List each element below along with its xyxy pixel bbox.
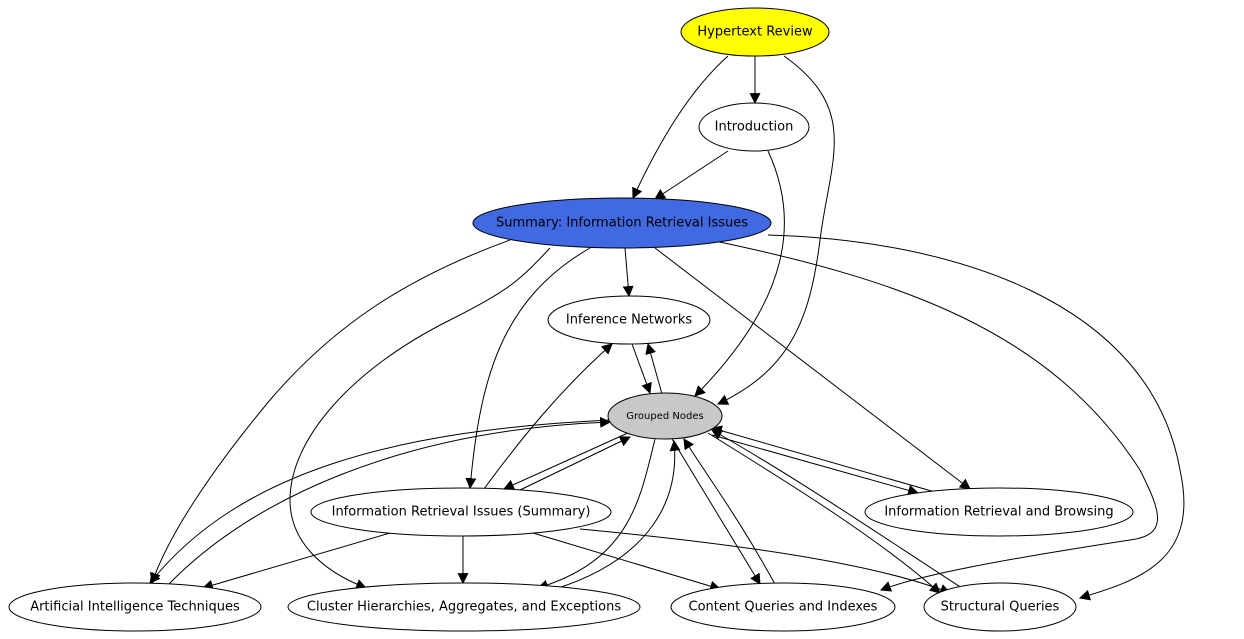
edge-irissues-ai (201, 532, 391, 591)
edge-review-grouped (717, 55, 835, 405)
edge-grouped-content (671, 438, 761, 585)
edge-summary-ai (149, 239, 511, 585)
edge-introduction-grouped (694, 150, 785, 397)
node-shape (8, 582, 262, 632)
node-shape (547, 295, 711, 345)
node-label: Content Queries and Indexes (689, 600, 878, 615)
node-label: Grouped Nodes (626, 411, 703, 422)
edge-irbrowsing-grouped (710, 425, 936, 493)
node-shape (472, 197, 772, 249)
node-shape (670, 582, 896, 632)
node-label: Summary: Information Retrieval Issues (496, 216, 748, 231)
node-ai-techniques[interactable]: Artificial Intelligence Techniques (8, 582, 262, 632)
edge-grouped-inference (645, 342, 663, 395)
edge-content-grouped (683, 438, 777, 587)
edge-summary-irbrowsing (654, 247, 971, 490)
node-inference-networks[interactable]: Inference Networks (547, 295, 711, 345)
edge-structural-grouped (711, 429, 966, 591)
node-label: Hypertext Review (697, 25, 813, 40)
edge-grouped-irbrowsing (711, 434, 920, 496)
node-shape (287, 582, 641, 632)
edge-inference-grouped (631, 343, 652, 395)
edge-grouped-structural (707, 432, 941, 594)
node-label: Cluster Hierarchies, Aggregates, and Exc… (307, 600, 621, 615)
node-shape (864, 487, 1134, 537)
node-content-queries[interactable]: Content Queries and Indexes (670, 582, 896, 632)
edges (149, 55, 1185, 601)
node-shape (923, 582, 1077, 632)
edge-grouped-irissues (502, 431, 631, 490)
edge-ai-grouped (167, 416, 612, 586)
node-label: Inference Networks (566, 313, 693, 328)
node-ir-browsing[interactable]: Information Retrieval and Browsing (864, 487, 1134, 537)
edge-summary-content (714, 240, 1158, 592)
edge-irissues-grouped (519, 436, 631, 491)
edge-grouped-cluster (536, 438, 656, 591)
edge-review-summary (632, 55, 729, 199)
edge-introduction-summary (654, 150, 729, 200)
node-cluster-hierarchies[interactable]: Cluster Hierarchies, Aggregates, and Exc… (287, 582, 641, 632)
node-hypertext-review[interactable]: Hypertext Review (680, 7, 830, 57)
edge-grouped-ai (149, 419, 611, 584)
edge-irissues-structural (579, 528, 952, 595)
edge-irissues-content (532, 532, 722, 592)
edge-summary-irissues (465, 247, 591, 490)
edge-summary-inference (622, 247, 634, 298)
node-label: Information Retrieval and Browsing (884, 505, 1113, 520)
edge-cluster-grouped (551, 439, 681, 591)
node-shape (607, 392, 723, 440)
node-grouped-nodes[interactable]: Grouped Nodes (607, 392, 723, 440)
node-summary[interactable]: Summary: Information Retrieval Issues (472, 197, 772, 249)
node-label: Artificial Intelligence Techniques (30, 600, 240, 615)
node-shape (698, 102, 810, 152)
node-label: Structural Queries (941, 600, 1060, 615)
node-label: Introduction (715, 120, 794, 135)
node-ir-issues-summary[interactable]: Information Retrieval Issues (Summary) (310, 487, 612, 537)
node-structural-queries[interactable]: Structural Queries (923, 582, 1077, 632)
edge-summary-cluster (289, 247, 551, 590)
node-introduction[interactable]: Introduction (698, 102, 810, 152)
edge-summary-structural (767, 234, 1185, 601)
node-shape (680, 7, 830, 57)
node-shape (310, 487, 612, 537)
edge-irissues-inference (483, 343, 613, 490)
node-label: Information Retrieval Issues (Summary) (332, 505, 591, 520)
